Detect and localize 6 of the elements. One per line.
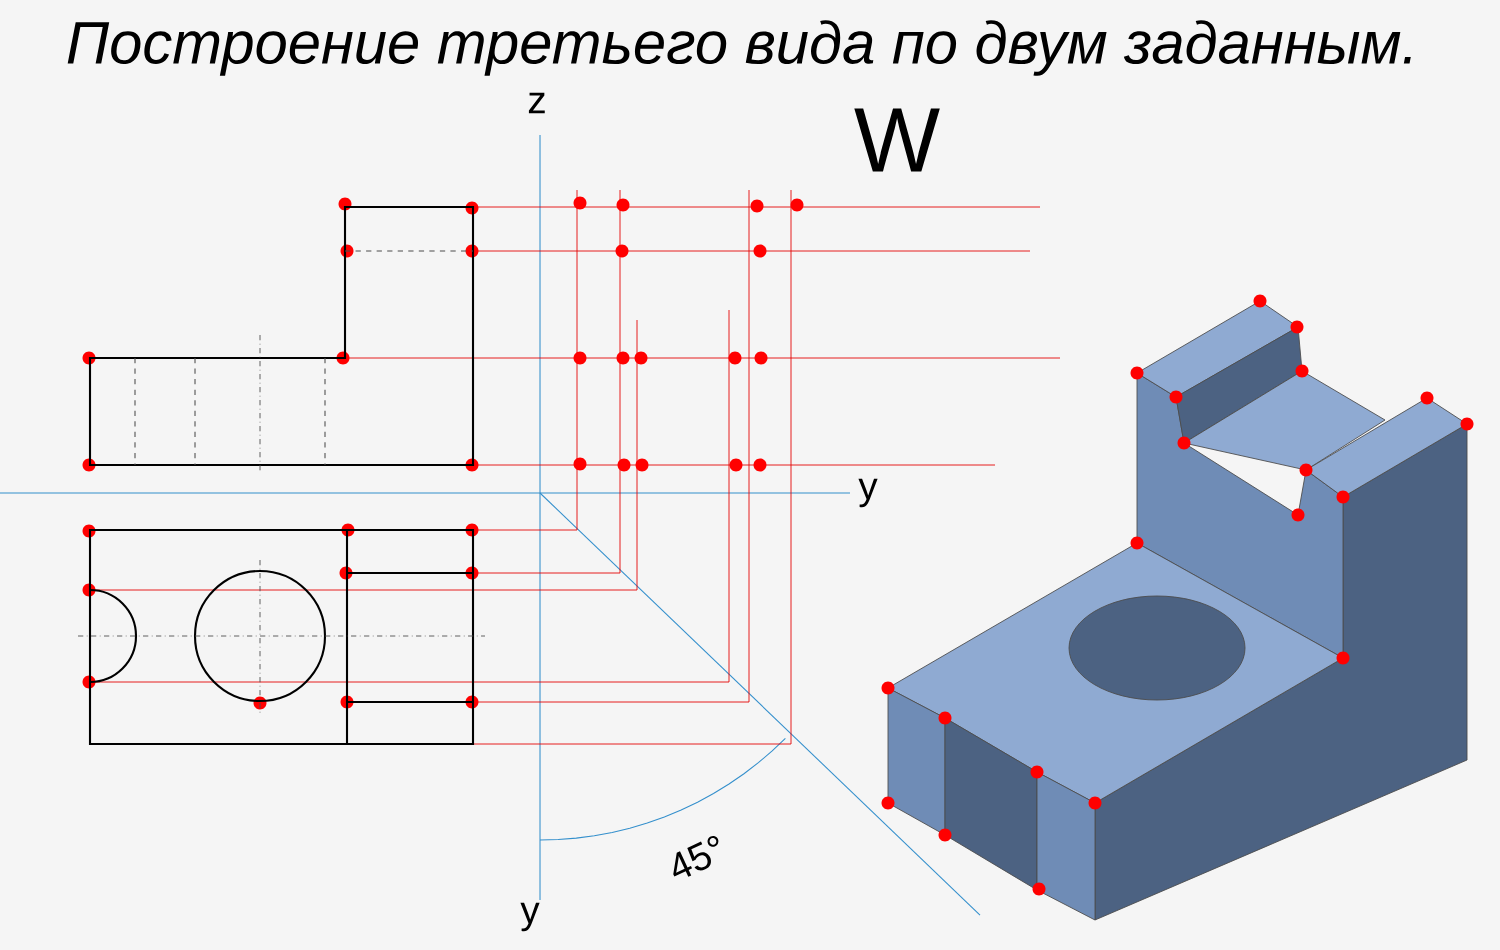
view-label: W: [854, 108, 940, 172]
axis-label: y: [520, 902, 540, 932]
axis-label: y: [858, 478, 878, 508]
angle-label: 45°: [673, 836, 719, 877]
title: Построение третьего вида по двум заданным.: [67, 20, 1411, 76]
axis-label: z: [528, 92, 545, 114]
